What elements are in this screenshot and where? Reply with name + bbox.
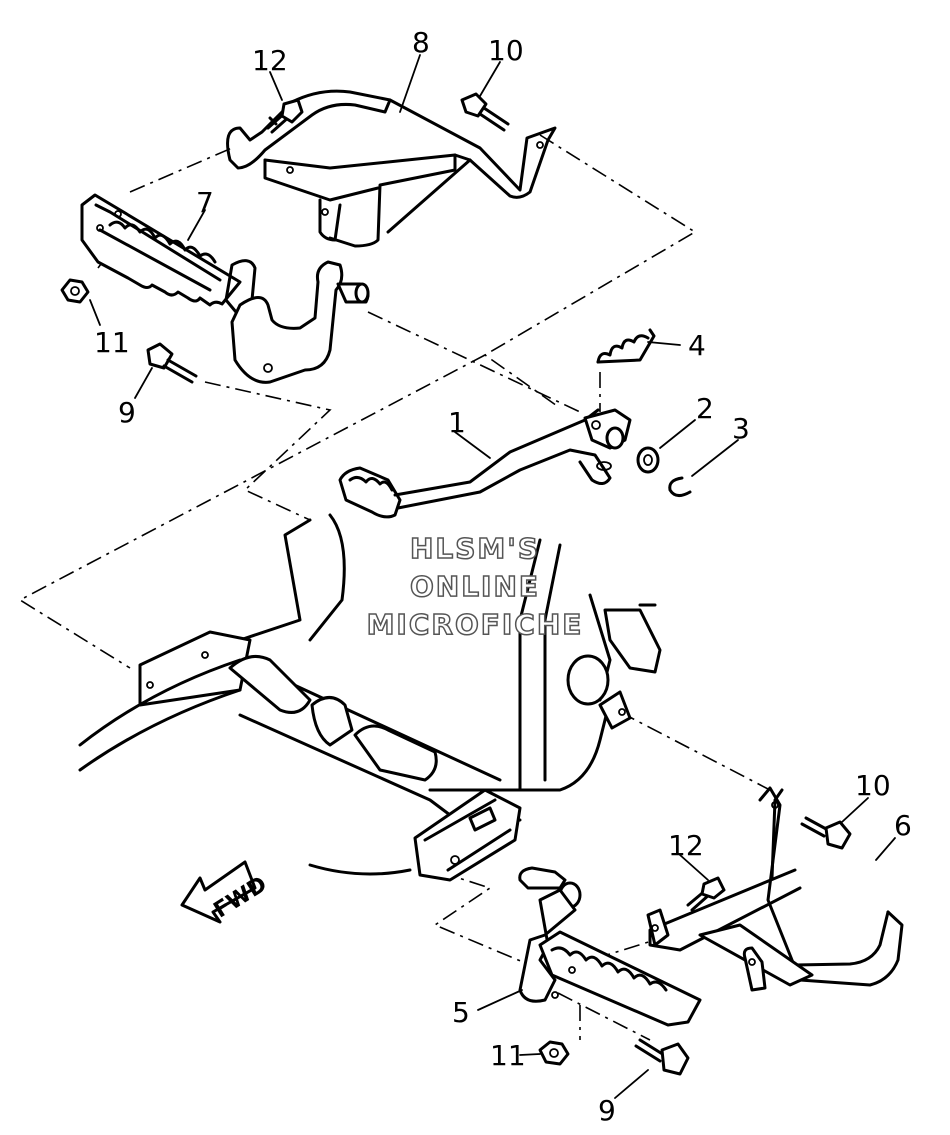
- callout-4: 4: [688, 329, 706, 362]
- callout-9-top: 9: [118, 396, 136, 429]
- callout-12-bottom: 12: [668, 829, 704, 862]
- part-3-clip: [668, 476, 692, 497]
- part-8-guard: [226, 89, 557, 248]
- part-11-nut-top: [60, 278, 90, 304]
- callout-1: 1: [448, 406, 466, 439]
- callout-5: 5: [452, 996, 470, 1029]
- fwd-arrow: FWD: [180, 860, 272, 924]
- callout-11-bottom: 11: [490, 1039, 526, 1072]
- part-11-nut-bottom: [538, 1040, 570, 1066]
- part-10-bolt-bottom: [800, 816, 852, 850]
- callout-3: 3: [732, 412, 750, 445]
- callout-9-bottom: 9: [598, 1094, 616, 1127]
- frame: [78, 513, 662, 882]
- callout-2: 2: [696, 392, 714, 425]
- part-4-spring: [596, 328, 656, 364]
- part-7-footrest: [80, 193, 242, 307]
- callout-12-top: 12: [252, 44, 288, 77]
- part-6-guard: [646, 786, 904, 992]
- callout-10-bottom: 10: [855, 769, 891, 802]
- part-9-bolt-bottom: [634, 1038, 690, 1076]
- part-12-bolt-bottom: [686, 876, 726, 912]
- part-9-bolt-top: [146, 342, 198, 384]
- part-1-brake-pedal: [338, 408, 632, 519]
- callout-11-top: 11: [94, 326, 130, 359]
- part-10-bolt-top: [460, 92, 510, 132]
- watermark-line2: ONLINE: [410, 570, 540, 603]
- part-5-footrest: [518, 866, 702, 1027]
- part-7-bracket: [224, 259, 370, 384]
- watermark-line1: HLSM'S: [410, 532, 540, 565]
- callout-7: 7: [196, 186, 214, 219]
- callout-10-top: 10: [488, 34, 524, 67]
- watermark: HLSM'S ONLINE MICROFICHE: [366, 531, 584, 642]
- watermark-line3: MICROFICHE: [367, 608, 584, 641]
- callout-numbers: 12 8 10 7 11 9 4 2 3 1 10 6 12 5 11 9: [94, 26, 912, 1127]
- callout-8: 8: [412, 26, 430, 59]
- alignment-lines: [18, 134, 771, 1041]
- callout-6: 6: [894, 809, 912, 842]
- part-2-washer: [636, 446, 660, 474]
- leader-lines: [89, 54, 896, 1099]
- part-12-bolt-top: [266, 98, 304, 134]
